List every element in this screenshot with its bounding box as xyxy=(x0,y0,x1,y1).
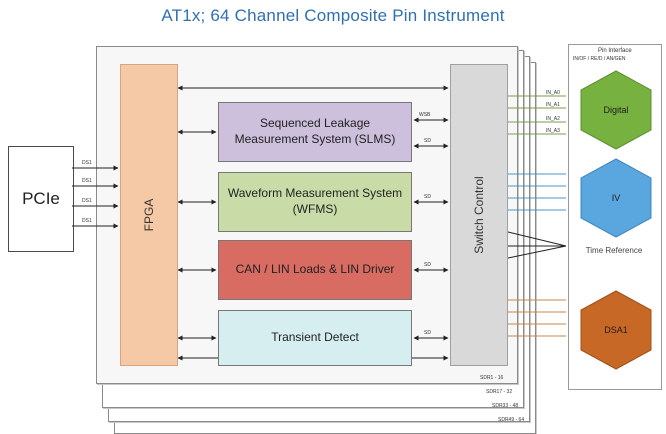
analog-hexagon: IV xyxy=(580,158,652,238)
pin-interface-subheader: IN/OF / RE/D / AN/GEN xyxy=(573,56,626,62)
slms-block: Sequenced Leakage Measurement System (SL… xyxy=(218,102,412,162)
dsa-hexagon: DSA1 xyxy=(580,290,652,370)
pcie-lane-label-3: DS1 xyxy=(82,198,92,204)
transient-tag-1: SD xyxy=(424,330,431,336)
pcie-lane-label-4: DS1 xyxy=(82,218,92,224)
canlin-block: CAN / LIN Loads & LIN Driver xyxy=(218,240,412,300)
stack-label-1: SDR1 - 16 xyxy=(480,375,504,381)
digital-hex-poly xyxy=(580,70,652,150)
transient-block: Transient Detect xyxy=(218,310,412,366)
pcie-block: PCIe xyxy=(8,146,74,252)
fpga-block: FPGA xyxy=(120,64,178,366)
analog-label: IV xyxy=(611,193,621,203)
stack-label-4: SDR49 - 64 xyxy=(498,417,525,423)
switch-control-block: Switch Control xyxy=(450,64,508,366)
dsa-hex-poly xyxy=(580,290,652,370)
digital-hexagon-shape xyxy=(580,70,652,150)
pin-label-1: IN_A0 xyxy=(546,90,560,96)
canlin-tag-1: SD xyxy=(424,262,431,268)
pcie-label: PCIe xyxy=(22,189,60,208)
time-reference-label: Time Reference xyxy=(585,246,643,255)
pin-label-2: IN_A1 xyxy=(546,102,560,108)
pin-line-9 xyxy=(507,231,567,247)
digital-hexagon: Digital xyxy=(580,70,652,150)
fpga-label: FPGA xyxy=(142,198,156,232)
transient-label: Transient Detect xyxy=(271,330,359,345)
pcie-lane-label-1: DS1 xyxy=(82,160,92,166)
switch-control-label: Switch Control xyxy=(472,176,486,254)
slms-tag-1: WSB xyxy=(419,112,431,118)
canlin-label: CAN / LIN Loads & LIN Driver xyxy=(235,262,395,277)
stack-label-2: SDR17 - 32 xyxy=(486,389,513,395)
pin-label-3: IN_A2 xyxy=(546,116,560,122)
pin-interface-header: Pin Interface xyxy=(598,48,632,54)
digital-label: Digital xyxy=(603,105,629,115)
dsa-hexagon-shape xyxy=(580,290,652,370)
diagram-title: AT1x; 64 Channel Composite Pin Instrumen… xyxy=(161,6,505,25)
pin-label-4: IN_A3 xyxy=(546,128,560,134)
dsa-label: DSA1 xyxy=(604,325,628,335)
wfms-tag-1: SD xyxy=(424,194,431,200)
slms-tag-2: SD xyxy=(424,138,431,144)
stack-label-3: SDR33 - 48 xyxy=(492,403,519,409)
wfms-block: Waveform Measurement System (WFMS) xyxy=(218,172,412,232)
slms-label: Sequenced Leakage Measurement System (SL… xyxy=(234,116,396,146)
analog-hex-poly xyxy=(580,158,652,238)
pcie-lane-label-2: DS1 xyxy=(82,178,92,184)
pin-line-11 xyxy=(507,245,567,259)
analog-hexagon-shape xyxy=(580,158,652,238)
wfms-label: Waveform Measurement System (WFMS) xyxy=(227,186,403,216)
